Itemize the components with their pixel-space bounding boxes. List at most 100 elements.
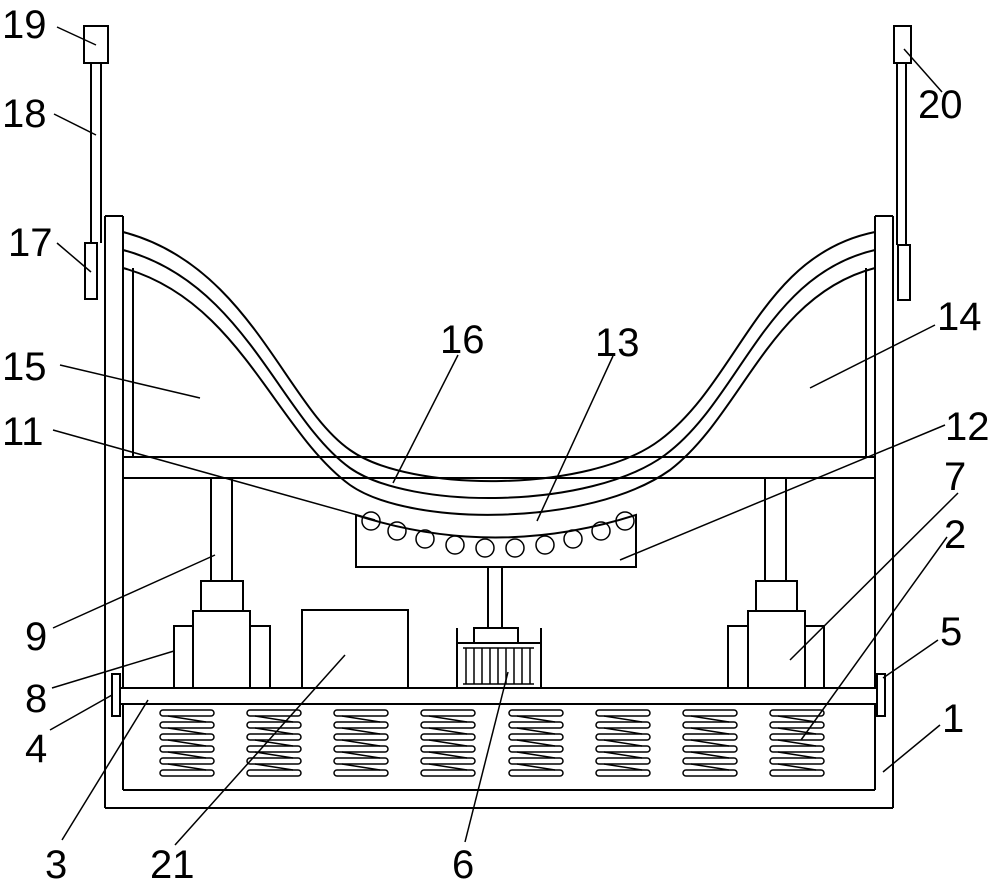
spring-coil <box>508 733 564 741</box>
label-7: 7 <box>944 455 966 499</box>
right-slider-block <box>897 244 911 301</box>
spring-wire <box>254 751 294 759</box>
spring-coil <box>246 745 302 753</box>
label-20: 20 <box>918 83 963 127</box>
right-top-block <box>893 25 912 64</box>
spring-coil <box>682 733 738 741</box>
spring-coil <box>769 757 825 765</box>
spring-coil <box>333 745 389 753</box>
curved-track <box>122 231 876 516</box>
spring-wire <box>254 727 294 735</box>
label-21: 21 <box>150 843 195 887</box>
spring-wire <box>428 739 468 747</box>
bearing-seat <box>355 511 637 628</box>
spring-wire <box>341 751 381 759</box>
spring-wire <box>690 751 730 759</box>
outer-housing <box>104 215 894 809</box>
spring <box>420 709 476 777</box>
spring-wire <box>690 715 730 723</box>
spring-coil <box>159 745 215 753</box>
spring <box>682 709 738 777</box>
spring-coil <box>159 733 215 741</box>
spring-coil <box>769 709 825 717</box>
spring-wire <box>690 763 730 771</box>
left-support-cylinder <box>173 478 271 689</box>
spring-wire <box>341 715 381 723</box>
spring-coil <box>333 709 389 717</box>
spring-coil <box>595 721 651 729</box>
spring-coil <box>595 745 651 753</box>
spring-coil <box>420 757 476 765</box>
spring-wire <box>777 751 817 759</box>
spring-wire <box>167 763 207 771</box>
spring-coil <box>420 769 476 777</box>
label-15: 15 <box>2 345 47 389</box>
motor <box>456 627 542 689</box>
spring-coil <box>246 769 302 777</box>
spring-wire <box>167 751 207 759</box>
left-rod <box>90 63 102 243</box>
spring-wire <box>777 715 817 723</box>
spring-coil <box>508 721 564 729</box>
upper-platform <box>123 268 875 479</box>
spring-coil <box>333 733 389 741</box>
spring <box>246 709 302 777</box>
spring-wire <box>341 739 381 747</box>
left-slider-block <box>84 242 98 300</box>
spring-coil <box>159 757 215 765</box>
label-3: 3 <box>45 843 67 887</box>
spring-wire <box>516 751 556 759</box>
spring <box>333 709 389 777</box>
right-rod <box>896 63 907 245</box>
spring-wire <box>690 727 730 735</box>
spring-wire <box>603 739 643 747</box>
spring-coil <box>508 709 564 717</box>
spring-coil <box>769 721 825 729</box>
label-18: 18 <box>2 92 47 136</box>
label-13: 13 <box>595 321 640 365</box>
springs <box>159 709 825 777</box>
spring-coil <box>682 745 738 753</box>
spring-coil <box>159 721 215 729</box>
label-19: 19 <box>2 3 47 47</box>
label-11: 11 <box>2 410 44 454</box>
spring-coil <box>508 769 564 777</box>
spring-coil <box>508 757 564 765</box>
spring-coil <box>333 769 389 777</box>
label-6: 6 <box>452 843 474 887</box>
spring-wire <box>516 763 556 771</box>
spring-coil <box>682 769 738 777</box>
leader-lines <box>49 26 959 846</box>
spring-wire <box>428 763 468 771</box>
spring-wire <box>777 763 817 771</box>
spring-wire <box>603 751 643 759</box>
spring-coil <box>246 709 302 717</box>
spring-coil <box>595 733 651 741</box>
spring-coil <box>246 721 302 729</box>
spring-coil <box>595 757 651 765</box>
spring-coil <box>595 709 651 717</box>
spring-wire <box>254 739 294 747</box>
spring-wire <box>428 715 468 723</box>
spring <box>595 709 651 777</box>
label-4: 4 <box>25 727 47 771</box>
spring-wire <box>254 763 294 771</box>
spring-wire <box>167 739 207 747</box>
spring-coil <box>420 733 476 741</box>
spring-wire <box>428 727 468 735</box>
spring-coil <box>595 769 651 777</box>
spring-wire <box>341 727 381 735</box>
spring-wire <box>603 763 643 771</box>
spring-coil <box>769 769 825 777</box>
spring-wire <box>603 715 643 723</box>
labels: 19 18 17 20 15 14 16 13 11 12 7 2 5 1 9 … <box>2 3 990 887</box>
label-1: 1 <box>942 697 964 741</box>
label-12: 12 <box>945 405 990 449</box>
spring-coil <box>508 745 564 753</box>
spring-wire <box>690 739 730 747</box>
spring-coil <box>159 709 215 717</box>
label-5: 5 <box>940 610 962 654</box>
spring-coil <box>682 709 738 717</box>
spring-wire <box>167 727 207 735</box>
